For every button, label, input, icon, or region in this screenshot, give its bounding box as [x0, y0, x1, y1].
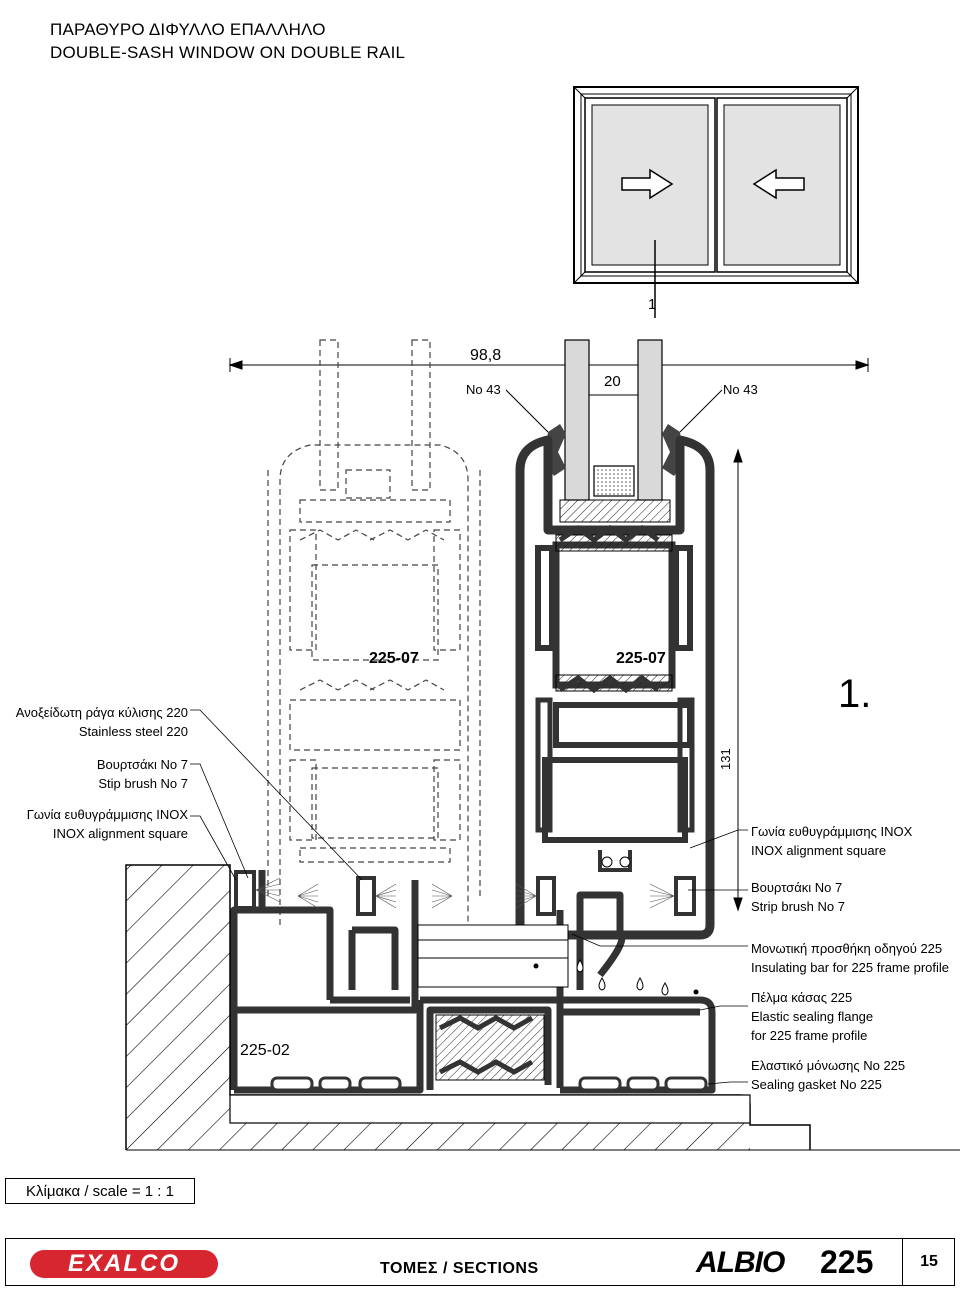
- label-sealing-gasket: Ελαστικό μόνωσης No 225 Sealing gasket N…: [751, 1056, 905, 1094]
- label-sealing-flange-en: Elastic sealing flange: [751, 1009, 874, 1024]
- label-sealing-flange: Πέλμα κάσας 225 Elastic sealing flange f…: [751, 988, 873, 1045]
- dimension-glass-gap: 20: [604, 373, 621, 390]
- label-alignment-square-right: Γωνία ευθυγράμμισης INOX INOX alignment …: [751, 822, 912, 860]
- water-drop-icon: [636, 977, 644, 991]
- label-strip-brush-right-en: Strip brush No 7: [751, 899, 845, 914]
- label-alignment-square-right-gr: Γωνία ευθυγράμμισης INOX: [751, 824, 913, 839]
- brand-name: ALBIO: [696, 1246, 785, 1279]
- water-drop-icon: [661, 982, 669, 996]
- label-strip-brush-right-gr: Βουρτσάκι No 7: [751, 880, 843, 895]
- scale-box: Κλίμακα / scale = 1 : 1: [5, 1178, 195, 1204]
- label-stainless-rail-gr: Ανοξείδωτη ράγα κύλισης 220: [15, 705, 188, 720]
- label-alignment-square-left-gr: Γωνία ευθυγράμμισης INOX: [26, 807, 188, 822]
- gasket-right-label: No 43: [723, 382, 758, 397]
- window-elevation: [573, 86, 859, 318]
- footer-bar: [5, 1238, 955, 1286]
- label-stainless-rail-en: Stainless steel 220: [78, 724, 188, 739]
- label-strip-brush-right: Βουρτσάκι No 7 Strip brush No 7: [751, 878, 845, 916]
- title-english: DOUBLE-SASH WINDOW ON DOUBLE RAIL: [50, 43, 406, 62]
- label-sealing-flange-en2: for 225 frame profile: [751, 1028, 868, 1043]
- exalco-logo-text: EXALCO: [67, 1250, 180, 1277]
- label-sealing-gasket-en: Sealing gasket No 225: [751, 1077, 882, 1092]
- label-sealing-flange-gr: Πέλμα κάσας 225: [751, 990, 853, 1005]
- arrow-right-icon: [621, 168, 674, 200]
- label-insulating-bar-en: Insulating bar for 225 frame profile: [751, 960, 949, 975]
- profile-code-sash-left: 225-07: [369, 650, 419, 667]
- section-marker: 1: [648, 296, 657, 313]
- label-strip-brush-left: Βουρτσάκι No 7 Stip brush No 7: [0, 755, 188, 793]
- brand-number: 225: [820, 1244, 874, 1280]
- profile-code-sash-right: 225-07: [616, 650, 666, 667]
- label-insulating-bar: Μονωτική προσθήκη οδηγού 225 Insulating …: [751, 939, 949, 977]
- label-alignment-square-left: Γωνία ευθυγράμμισης INOX INOX alignment …: [0, 805, 188, 843]
- label-strip-brush-left-gr: Βουρτσάκι No 7: [96, 757, 188, 772]
- label-strip-brush-left-en: Stip brush No 7: [98, 776, 188, 791]
- footer-sections: ΤΟΜΕΣ / SECTIONS: [380, 1260, 539, 1277]
- main-sash-profile: [515, 339, 715, 940]
- wall-hatch: [125, 864, 960, 1151]
- section-number: 1.: [838, 672, 872, 716]
- exalco-logo: [30, 1250, 218, 1278]
- gasket-left-label: No 43: [466, 382, 501, 397]
- label-stainless-rail: Ανοξείδωτη ράγα κύλισης 220 Stainless st…: [0, 703, 188, 741]
- label-alignment-square-right-en: INOX alignment square: [751, 843, 887, 858]
- title-greek: ΠΑΡΑΘΥΡΟ ΔΙΦΥΛΛΟ ΕΠΑΛΛΗΛΟ: [50, 20, 326, 39]
- label-insulating-bar-gr: Μονωτική προσθήκη οδηγού 225: [751, 941, 943, 956]
- page-number: 15: [902, 1238, 955, 1286]
- water-drop-icon: [598, 977, 606, 991]
- water-drop-icon: [576, 959, 584, 973]
- dimension-height: 131: [718, 748, 733, 770]
- dashed-sash-outline: [267, 339, 481, 925]
- label-alignment-square-left-en: INOX alignment square: [52, 826, 188, 841]
- leader-lines: [190, 709, 748, 1085]
- label-sealing-gasket-gr: Ελαστικό μόνωσης No 225: [751, 1058, 906, 1073]
- arrow-left-icon: [752, 168, 805, 200]
- profile-code-frame: 225-02: [240, 1042, 290, 1059]
- dimension-overall-width: 98,8: [470, 347, 502, 364]
